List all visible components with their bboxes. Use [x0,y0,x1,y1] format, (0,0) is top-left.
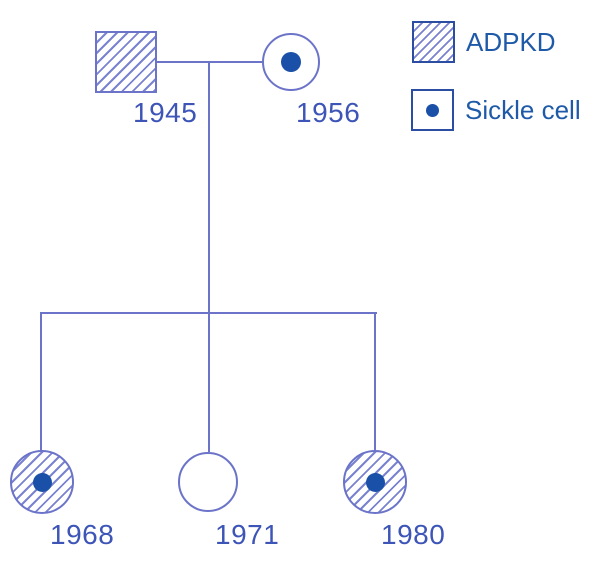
dot-square-swatch-icon [411,89,454,131]
sickle-cell-dot [32,472,52,492]
drop-line-child-3 [374,313,376,452]
drop-line-child-2 [208,313,210,452]
mother-year-label: 1956 [296,97,361,128]
legend-item-sickle-cell: Sickle cell [411,89,581,131]
child-year-label-2: 1971 [215,519,280,550]
legend-item-adpkd: ADPKD [412,21,556,63]
father-year-label: 1945 [133,97,198,128]
father-symbol-square-adpkd [95,31,157,93]
sickle-cell-dot [281,52,301,72]
child-symbol-1968 [10,450,74,514]
mother-symbol-circle [262,33,320,91]
legend-label-adpkd: ADPKD [466,27,556,57]
child-symbol-1971 [178,452,238,512]
hatched-square-swatch-icon [412,21,455,63]
drop-line-child-1 [40,313,42,452]
child-year-label-3: 1980 [381,519,446,550]
sickle-cell-dot [426,103,439,117]
child-symbol-1980 [343,450,407,514]
descent-line [208,62,210,313]
sickle-cell-dot [365,472,385,492]
legend-label-sickle-cell: Sickle cell [465,95,581,125]
child-year-label-1: 1968 [50,519,115,550]
